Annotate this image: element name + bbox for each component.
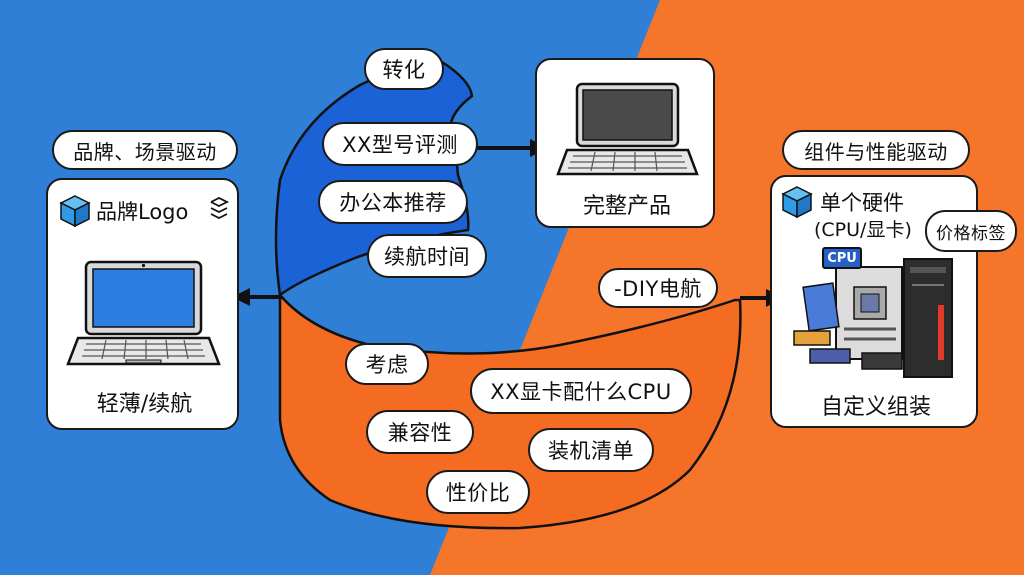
blue-flow-top-label: 转化 bbox=[364, 48, 444, 90]
right-card-caption: 自定义组装 bbox=[820, 395, 931, 420]
cpu-chip-label: CPU bbox=[822, 247, 862, 269]
cube-icon bbox=[781, 186, 813, 219]
blue-tag-1: XX型号评测 bbox=[322, 122, 478, 166]
left-card-caption: 轻薄/续航 bbox=[96, 392, 193, 417]
orange-tag-2: XX显卡配什么CPU bbox=[470, 368, 692, 414]
complete-product-card: 完整产品 bbox=[535, 58, 715, 228]
price-tag-bubble: 价格标签 bbox=[925, 210, 1017, 252]
orange-tag-5: 性价比 bbox=[426, 470, 530, 514]
cube-icon bbox=[59, 195, 91, 228]
blue-tag-2: 办公本推荐 bbox=[318, 180, 468, 224]
layers-icon bbox=[210, 196, 230, 220]
complete-product-caption: 完整产品 bbox=[582, 194, 671, 219]
orange-tag-3: 兼容性 bbox=[366, 410, 474, 454]
orange-tag-1: 考虑 bbox=[345, 343, 429, 385]
laptop-icon bbox=[66, 260, 221, 366]
orange-tag-4: 装机清单 bbox=[528, 428, 654, 472]
hardware-subtitle: (CPU/显卡) bbox=[814, 219, 912, 241]
left-arrow-head bbox=[232, 288, 250, 306]
hardware-title: 单个硬件 bbox=[820, 191, 904, 215]
brand-logo-label: 品牌Logo bbox=[96, 200, 189, 224]
laptop-dark-icon bbox=[556, 82, 699, 176]
right-panel-header: 组件与性能驱动 bbox=[782, 130, 970, 170]
blue-tag-3: 续航时间 bbox=[367, 234, 487, 278]
orange-flow-top-label: -DIY电航 bbox=[598, 268, 718, 308]
left-panel-header: 品牌、场景驱动 bbox=[52, 130, 238, 170]
pc-hardware-illustration bbox=[793, 258, 953, 378]
left-brand-card: 品牌Logo 轻薄/续航 bbox=[46, 178, 239, 430]
